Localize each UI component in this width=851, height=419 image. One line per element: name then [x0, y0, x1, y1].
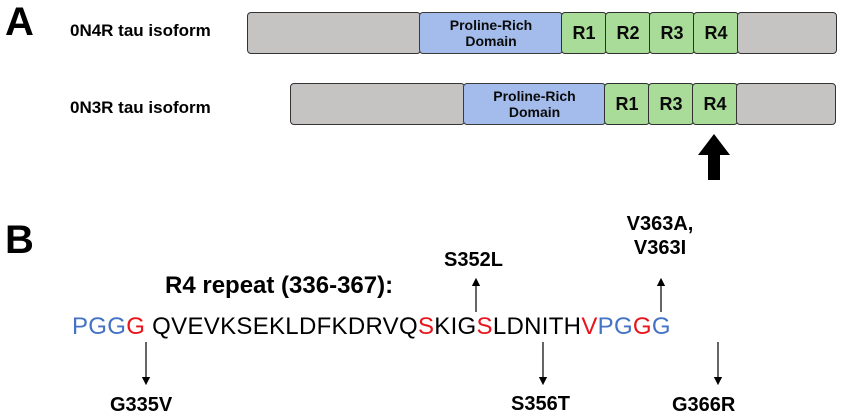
repeat-r1: R1 [604, 83, 650, 125]
isoform-label-0n4r: 0N4R tau isoform [70, 21, 211, 40]
terminal-domain-n [290, 83, 465, 125]
mutation-label-s356t: S356T [511, 393, 570, 415]
seq-residue-s356: S [476, 313, 493, 340]
r4-sequence: PGGG QVEVKSEKLDFKDRVQSKIGSLDNITHVPGGG [72, 313, 671, 341]
seq-flank-n: PGG [72, 313, 127, 340]
repeat-r4: R4 [692, 83, 738, 125]
terminal-domain-n [247, 12, 421, 54]
domain-label-line1: Proline-Rich [449, 17, 533, 33]
repeat-r4: R4 [693, 12, 739, 54]
r4-repeat-title: R4 repeat (336-367): [165, 272, 394, 299]
seq-flank-c1: PG [597, 313, 633, 340]
terminal-domain-c [736, 83, 836, 125]
seq-flank-c2: G [651, 313, 671, 340]
seq-residue-g335: G [126, 313, 146, 340]
mutation-label-g366r: G366R [672, 394, 736, 416]
domain-label-line1: Proline-Rich [493, 88, 576, 104]
seq-residue-v363: V [581, 313, 598, 340]
isoform-label-0n3r: 0N3R tau isoform [70, 98, 211, 117]
big-up-arrow-icon [698, 134, 730, 180]
seq-segment-3: LDNITH [492, 313, 582, 340]
mutation-label-v363i: V363I [633, 237, 687, 259]
domain-label-line2: Domain [465, 33, 517, 49]
seq-segment-1: QVEVKSEKLDFKDRVQ [145, 313, 418, 340]
terminal-domain-c [737, 12, 837, 54]
mutation-label-v363a: V363A, [626, 213, 694, 235]
mutation-label-g335v: G335V [110, 394, 173, 416]
seq-residue-g366: G [632, 313, 652, 340]
seq-segment-2: KIG [434, 313, 477, 340]
seq-residue-s352: S [417, 313, 435, 340]
mutation-label-s352l: S352L [444, 249, 503, 271]
panel-letter-a: A [5, 0, 34, 44]
panel-letter-b: B [5, 218, 34, 262]
mutation-label-v363: V363A, V363I [610, 212, 710, 260]
domain-label-line2: Domain [508, 104, 561, 120]
repeat-r3: R3 [649, 12, 695, 54]
